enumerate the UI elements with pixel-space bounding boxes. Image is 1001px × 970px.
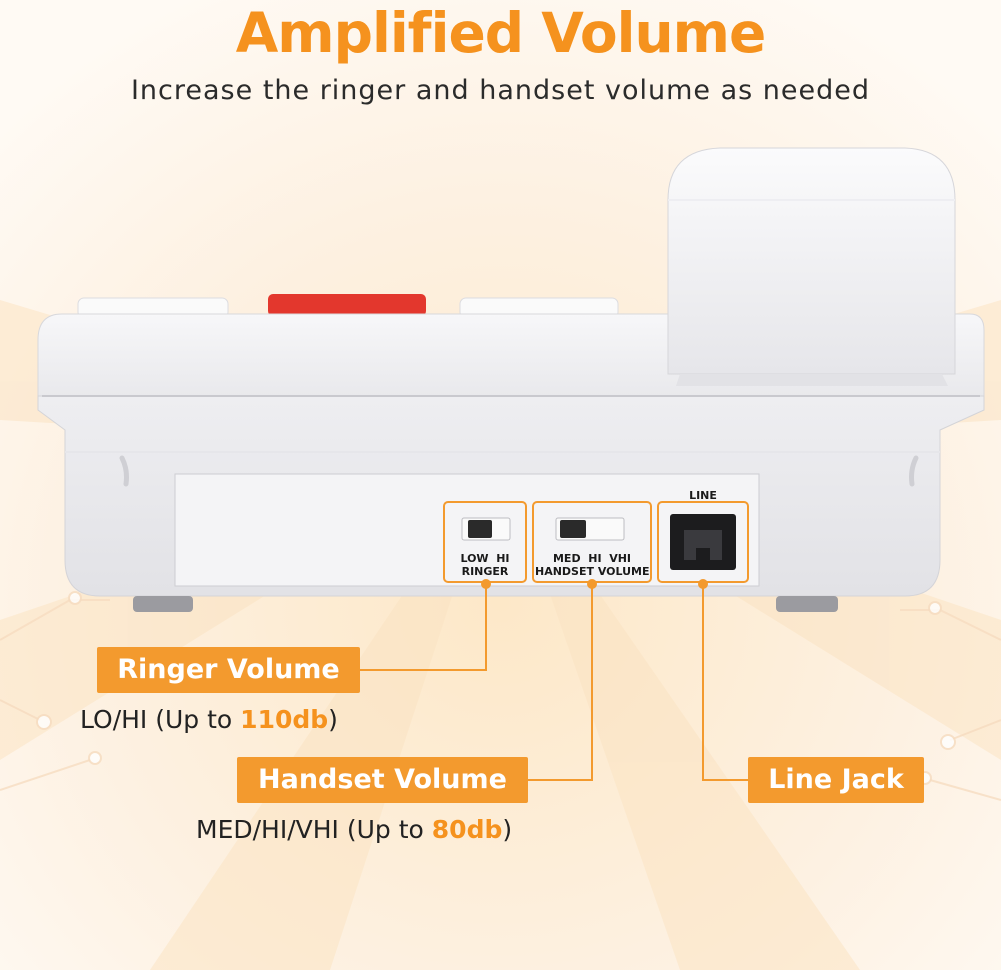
line-jack-label: LINE [689,489,717,502]
handset [667,147,956,375]
left-foot [133,596,193,612]
line-jack-tag: Line Jack [748,757,924,803]
handset-switch-knob [560,520,586,538]
handset-callout-line [528,584,593,781]
line-callout-line [702,584,748,781]
page-subtitle: Increase the ringer and handset volume a… [130,75,871,106]
ringer-volume-desc: LO/HI (Up to 110db) [80,705,338,734]
handset-db-value: 80db [431,815,503,844]
handset-switch-label: HANDSET VOLUME [535,565,650,578]
ringer-switch-knob [468,520,492,538]
ringer-switch-label: RINGER [461,565,509,578]
ringer-volume-tag: Ringer Volume [97,647,360,693]
handset-positions-label: MED HI VHI [552,552,632,565]
ringer-callout-line [360,584,487,671]
handset-volume-desc: MED/HI/VHI (Up to 80db) [196,815,513,844]
handset-volume-tag: Handset Volume [237,757,528,803]
red-key [268,294,426,316]
page-title: Amplified Volume [235,1,767,65]
ringer-db-value: 110db [240,705,329,734]
right-foot [776,596,838,612]
ringer-positions-label: LOW HI [460,552,510,565]
